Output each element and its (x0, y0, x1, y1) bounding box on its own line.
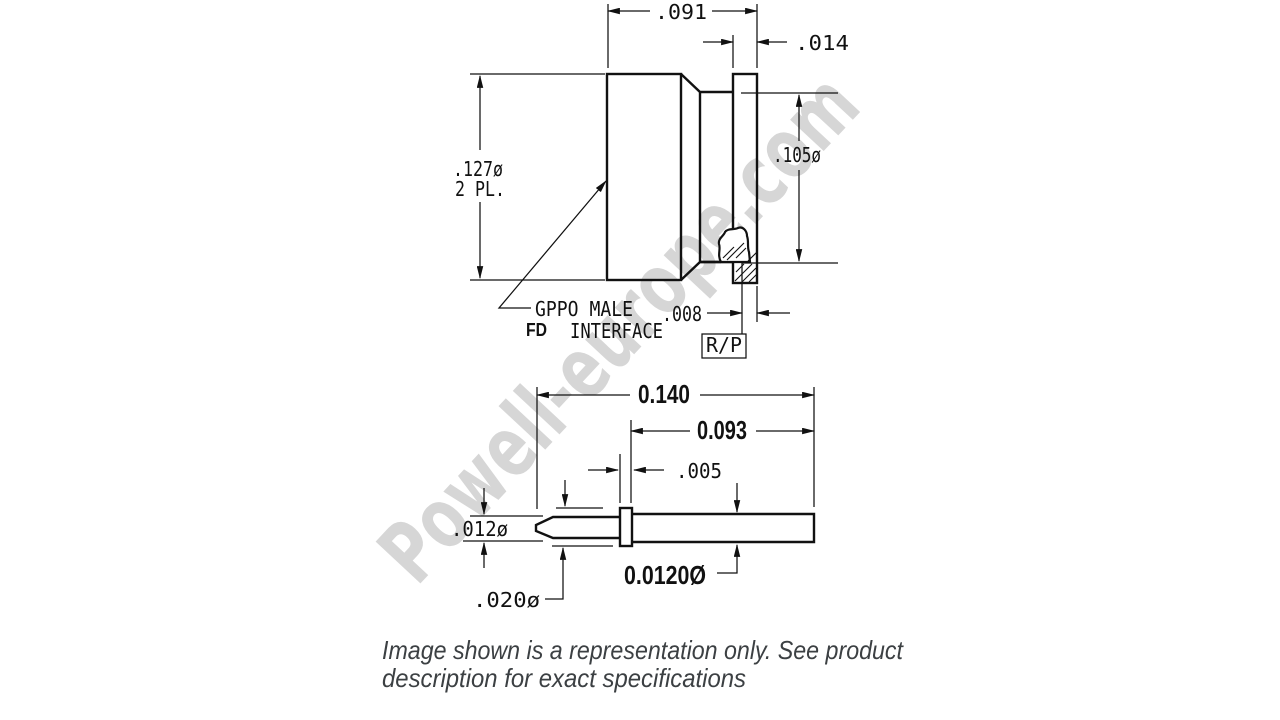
dim-flange-diameter: .105ø (741, 92, 838, 264)
hatch-line (735, 263, 745, 273)
dim-label-flange-diameter: .105ø (773, 143, 821, 167)
interface-label-line2: INTERFACE (570, 319, 663, 343)
hatch-line (726, 242, 745, 261)
hatch-line (747, 251, 758, 262)
pin-shaft-outline (632, 512, 816, 544)
hatch-line (748, 273, 758, 283)
caption-line1: Image shown is a representation only. Se… (382, 635, 905, 665)
dim-label-body-diameter-note: 2 PL. (455, 177, 505, 201)
dim-body-diameter: .127ø 2 PL. (453, 73, 605, 281)
caption-line2: description for exact specifications (382, 663, 746, 693)
interface-label-line1: GPPO MALE (535, 297, 633, 321)
dimension-leader (545, 546, 567, 600)
dim-overall-length: 0.140 (535, 379, 816, 509)
dim-label-tip-diameter: .012ø (451, 517, 508, 541)
hatch-line (741, 267, 757, 283)
dim-collar-diameter: .020ø (473, 480, 613, 612)
leader-line (497, 180, 607, 309)
dim-label-recess-depth: .008 (662, 302, 702, 326)
section-hatch-lines (722, 242, 758, 283)
interface-callout: GPPO MALE INTERFACE FD (497, 180, 663, 343)
dim-label-shaft-diameter: 0.0120Ø (624, 560, 706, 590)
connector-body-outline (605, 72, 683, 282)
dim-label-overall-width: .091 (655, 0, 707, 24)
dim-label-flange-thickness: .014 (795, 31, 849, 55)
ref-plane-label: R/P (706, 333, 742, 357)
ref-plane-box (701, 333, 747, 359)
hatch-line (722, 246, 735, 259)
dim-label-overall-length: 0.140 (638, 379, 690, 409)
bottom-view-drawing: 0.140 0.093 .005 .012ø (451, 379, 816, 612)
dim-recess-depth: .008 R/P (662, 263, 790, 359)
dim-tip-diameter: .012ø (451, 488, 543, 568)
dim-label-collar-diameter: .020ø (473, 588, 540, 612)
hatch-line (734, 263, 753, 282)
dimension-leader (717, 543, 741, 574)
dim-shaft-length: 0.093 (629, 415, 816, 503)
fd-label: FD (526, 320, 547, 340)
dim-flange-thickness: .014 (703, 31, 849, 68)
hatch-line (735, 247, 747, 259)
pin-tip-outline (534, 515, 620, 540)
top-view-drawing: .091 .014 .127ø 2 PL. .105ø (453, 0, 849, 359)
connector-flange-outline (731, 72, 759, 285)
caption: Image shown is a representation only. Se… (382, 635, 905, 693)
section-break-blob (717, 226, 752, 264)
dim-shaft-diameter: 0.0120Ø (624, 483, 741, 590)
pin-collar-outline (618, 506, 634, 548)
dim-label-body-diameter: .127ø (453, 157, 503, 181)
dim-label-collar-thickness: .005 (676, 459, 722, 483)
dim-overall-width: .091 (606, 0, 759, 68)
dim-label-shaft-length: 0.093 (697, 415, 747, 445)
dim-collar-thickness: .005 (588, 454, 722, 503)
